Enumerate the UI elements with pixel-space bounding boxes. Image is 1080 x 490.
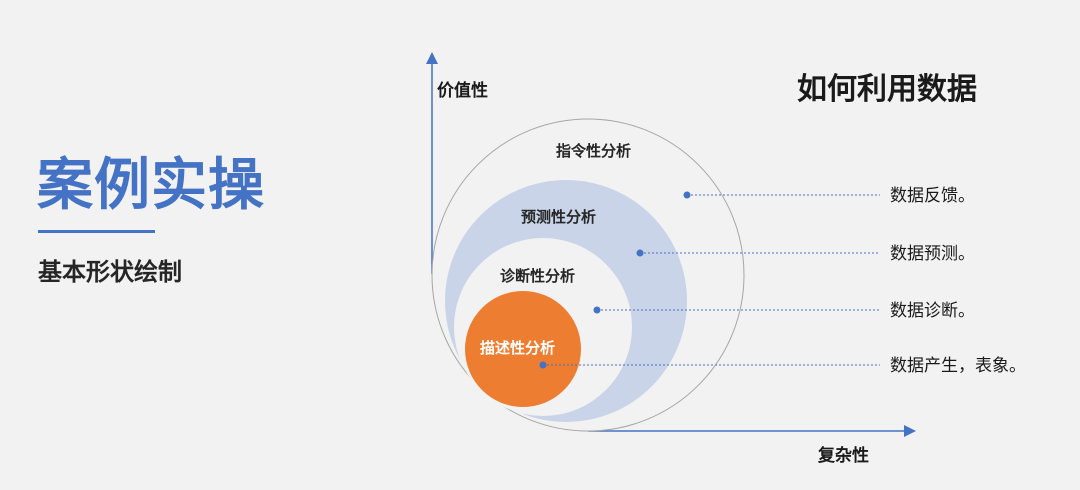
y-axis-label: 价值性 [437, 80, 488, 101]
leader-dot [636, 249, 644, 257]
predictive-label: 预测性分析 [521, 208, 596, 226]
page-subtitle: 基本形状绘制 [38, 258, 182, 286]
leader-lines [543, 194, 880, 366]
descriptive-circle [465, 291, 581, 407]
diagnostic-description: 数据诊断。 [890, 301, 975, 321]
leader-dot [593, 306, 601, 314]
descriptive-label: 描述性分析 [480, 339, 555, 357]
predictive-description: 数据预测。 [890, 244, 975, 264]
descriptive-description: 数据产生，表象。 [890, 356, 1026, 376]
title-underline [38, 230, 155, 233]
diagram-heading: 如何利用数据 [797, 72, 977, 107]
leader-dot [539, 361, 547, 369]
prescriptive-label: 指令性分析 [556, 142, 631, 160]
leader-dot [683, 191, 691, 199]
prescriptive-description: 数据反馈。 [890, 186, 975, 206]
x-axis-label: 复杂性 [817, 445, 869, 466]
page-title: 案例实操 [37, 153, 265, 218]
diagnostic-label: 诊断性分析 [500, 267, 575, 285]
